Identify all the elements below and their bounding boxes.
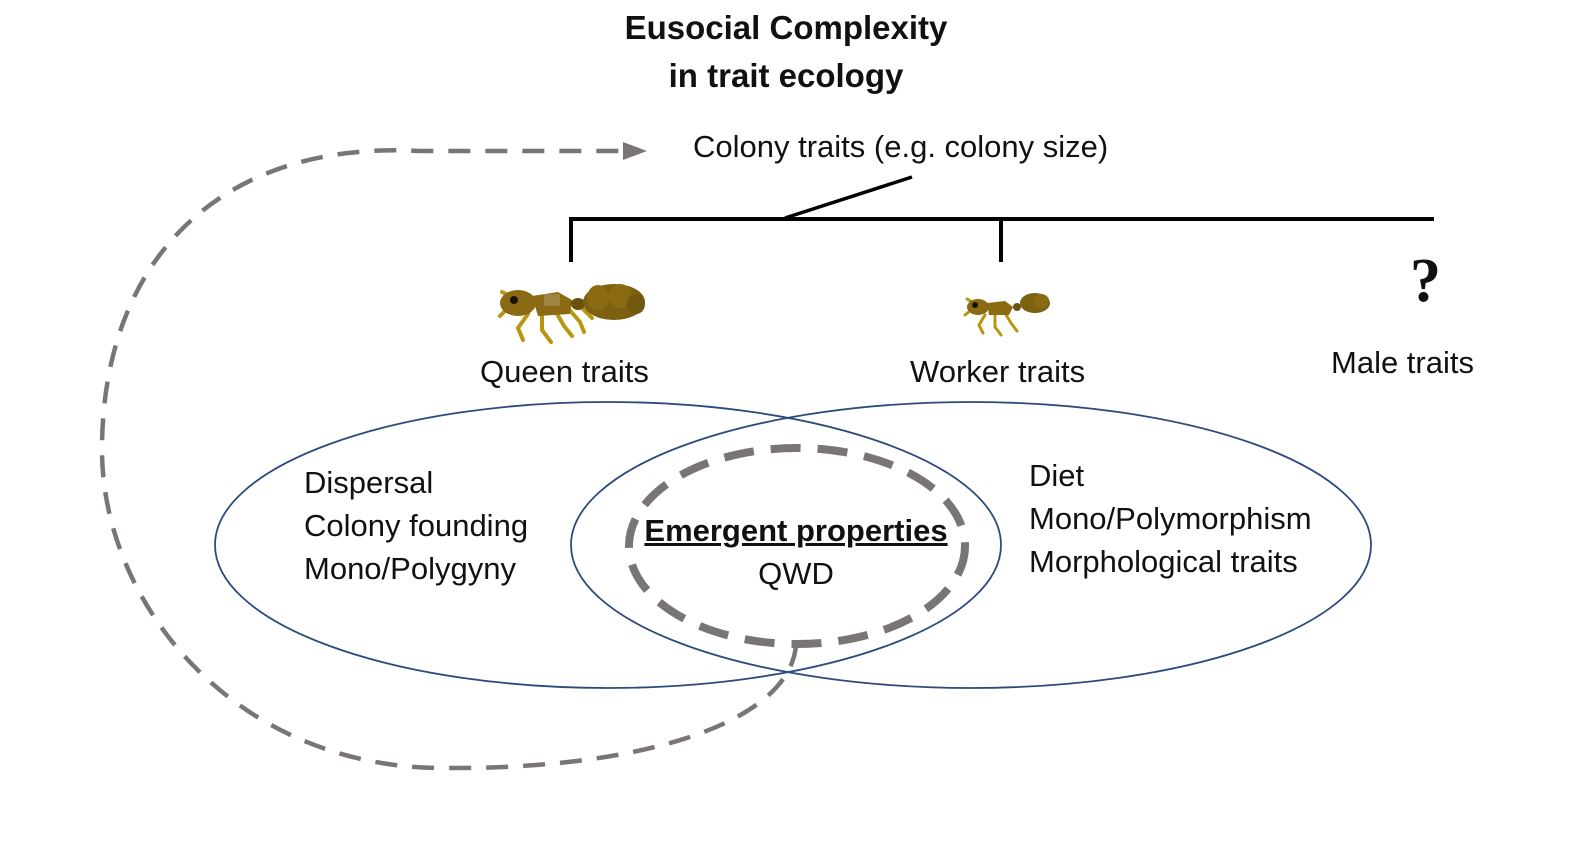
hierarchy-bracket: [569, 175, 1434, 262]
worker-trait-mono-polymorphism: Mono/Polymorphism: [1029, 501, 1312, 536]
queen-ant-icon: [498, 284, 645, 344]
worker-trait-diet: Diet: [1029, 458, 1085, 493]
queen-traits-label: Queen traits: [480, 354, 649, 389]
queen-trait-mono-polygyny: Mono/Polygyny: [304, 551, 516, 586]
worker-ant-icon: [963, 293, 1050, 337]
colony-traits-label: Colony traits (e.g. colony size): [693, 129, 1109, 164]
emergent-properties-dashed-ellipse: [625, 444, 969, 648]
male-traits-label: Male traits: [1331, 345, 1474, 380]
emergent-properties-heading: Emergent properties: [644, 513, 948, 548]
queen-traits-ellipse: [214, 401, 1002, 689]
queen-trait-colony-founding: Colony founding: [304, 508, 529, 543]
title-line-2: in trait ecology: [668, 57, 904, 94]
queen-trait-dispersal: Dispersal: [304, 465, 434, 500]
worker-traits-label: Worker traits: [910, 354, 1086, 389]
title-line-1: Eusocial Complexity: [624, 9, 948, 46]
colony-connector-line: [784, 175, 913, 220]
emergent-property-qwd: QWD: [758, 556, 834, 591]
feedback-arrowhead-icon: [623, 142, 647, 160]
question-mark-icon: ?: [1410, 247, 1441, 315]
worker-trait-morphological: Morphological traits: [1029, 544, 1298, 579]
worker-traits-ellipse: [570, 401, 1372, 689]
feedback-loop-arrow: [99, 148, 799, 771]
